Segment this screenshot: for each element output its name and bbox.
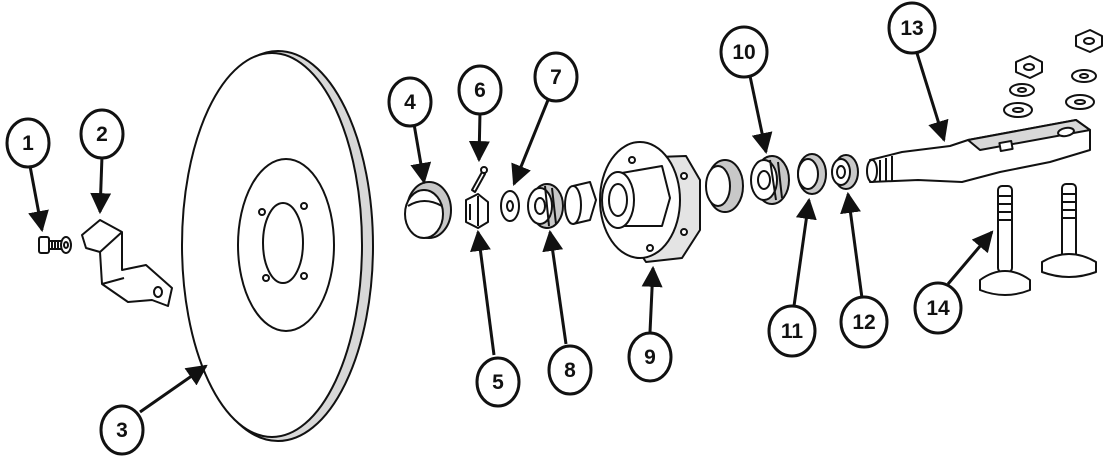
callout-11: 11 bbox=[767, 304, 817, 358]
part-14-carriage-bolts bbox=[979, 183, 1097, 296]
part-10-bearing-cone bbox=[750, 155, 790, 205]
part-7-washer bbox=[500, 190, 520, 222]
part-13-spindle-arm bbox=[866, 119, 1091, 183]
part-4-dust-cap bbox=[404, 181, 452, 239]
part-3-disc bbox=[181, 50, 374, 442]
leader-arrow-8 bbox=[542, 229, 568, 345]
svg-text:4: 4 bbox=[404, 91, 416, 114]
leader-arrow-6 bbox=[468, 111, 490, 163]
svg-text:9: 9 bbox=[644, 346, 656, 369]
callout-10: 10 bbox=[719, 25, 769, 79]
leader-arrow-11 bbox=[792, 197, 817, 307]
callout-4: 4 bbox=[387, 76, 433, 128]
svg-text:6: 6 bbox=[474, 79, 486, 102]
svg-text:5: 5 bbox=[492, 371, 504, 394]
callout-9: 9 bbox=[627, 331, 673, 383]
svg-text:2: 2 bbox=[96, 123, 108, 146]
leader-arrow-2 bbox=[90, 155, 112, 215]
callout-3: 3 bbox=[99, 404, 145, 456]
part-11-seal bbox=[797, 153, 827, 195]
svg-text:1: 1 bbox=[22, 132, 34, 155]
leader-arrows bbox=[28, 49, 994, 414]
leader-arrow-7 bbox=[511, 99, 550, 186]
svg-text:14: 14 bbox=[926, 297, 950, 320]
nuts-and-washers bbox=[1003, 29, 1103, 118]
part-9-hub bbox=[599, 141, 701, 263]
callout-14: 14 bbox=[913, 281, 963, 335]
callout-8: 8 bbox=[547, 344, 593, 396]
leader-arrow-3 bbox=[139, 364, 208, 414]
leader-arrow-9 bbox=[641, 265, 663, 333]
svg-text:12: 12 bbox=[852, 311, 875, 334]
callout-2: 2 bbox=[79, 108, 125, 160]
leader-arrow-12 bbox=[840, 191, 864, 299]
svg-text:13: 13 bbox=[900, 17, 923, 40]
svg-text:7: 7 bbox=[550, 66, 562, 89]
leader-arrow-14 bbox=[946, 230, 994, 285]
leader-arrow-4 bbox=[410, 123, 432, 185]
svg-text:10: 10 bbox=[732, 41, 755, 64]
bearing-cup-inner bbox=[705, 159, 744, 213]
svg-text:8: 8 bbox=[564, 359, 576, 382]
callout-13: 13 bbox=[887, 1, 937, 55]
leader-arrow-13 bbox=[914, 49, 949, 143]
callout-6: 6 bbox=[457, 64, 503, 116]
svg-text:3: 3 bbox=[116, 419, 128, 442]
callout-1: 1 bbox=[5, 117, 51, 169]
part-2-bracket bbox=[81, 219, 173, 307]
bearing-cup-outer bbox=[564, 181, 597, 225]
part-5-castle-nut bbox=[465, 193, 489, 229]
part-6-cotter-pin bbox=[471, 166, 488, 193]
callout-5: 5 bbox=[475, 356, 521, 408]
part-12-spacer bbox=[831, 154, 859, 190]
part-1-bolt-and-washer bbox=[38, 236, 72, 254]
svg-text:11: 11 bbox=[781, 320, 804, 343]
part-8-bearing-cone bbox=[527, 183, 564, 229]
leader-arrow-1 bbox=[28, 165, 49, 233]
leader-arrow-10 bbox=[748, 75, 773, 155]
callout-7: 7 bbox=[533, 51, 579, 103]
leader-arrow-5 bbox=[470, 229, 496, 356]
callout-12: 12 bbox=[839, 295, 889, 349]
